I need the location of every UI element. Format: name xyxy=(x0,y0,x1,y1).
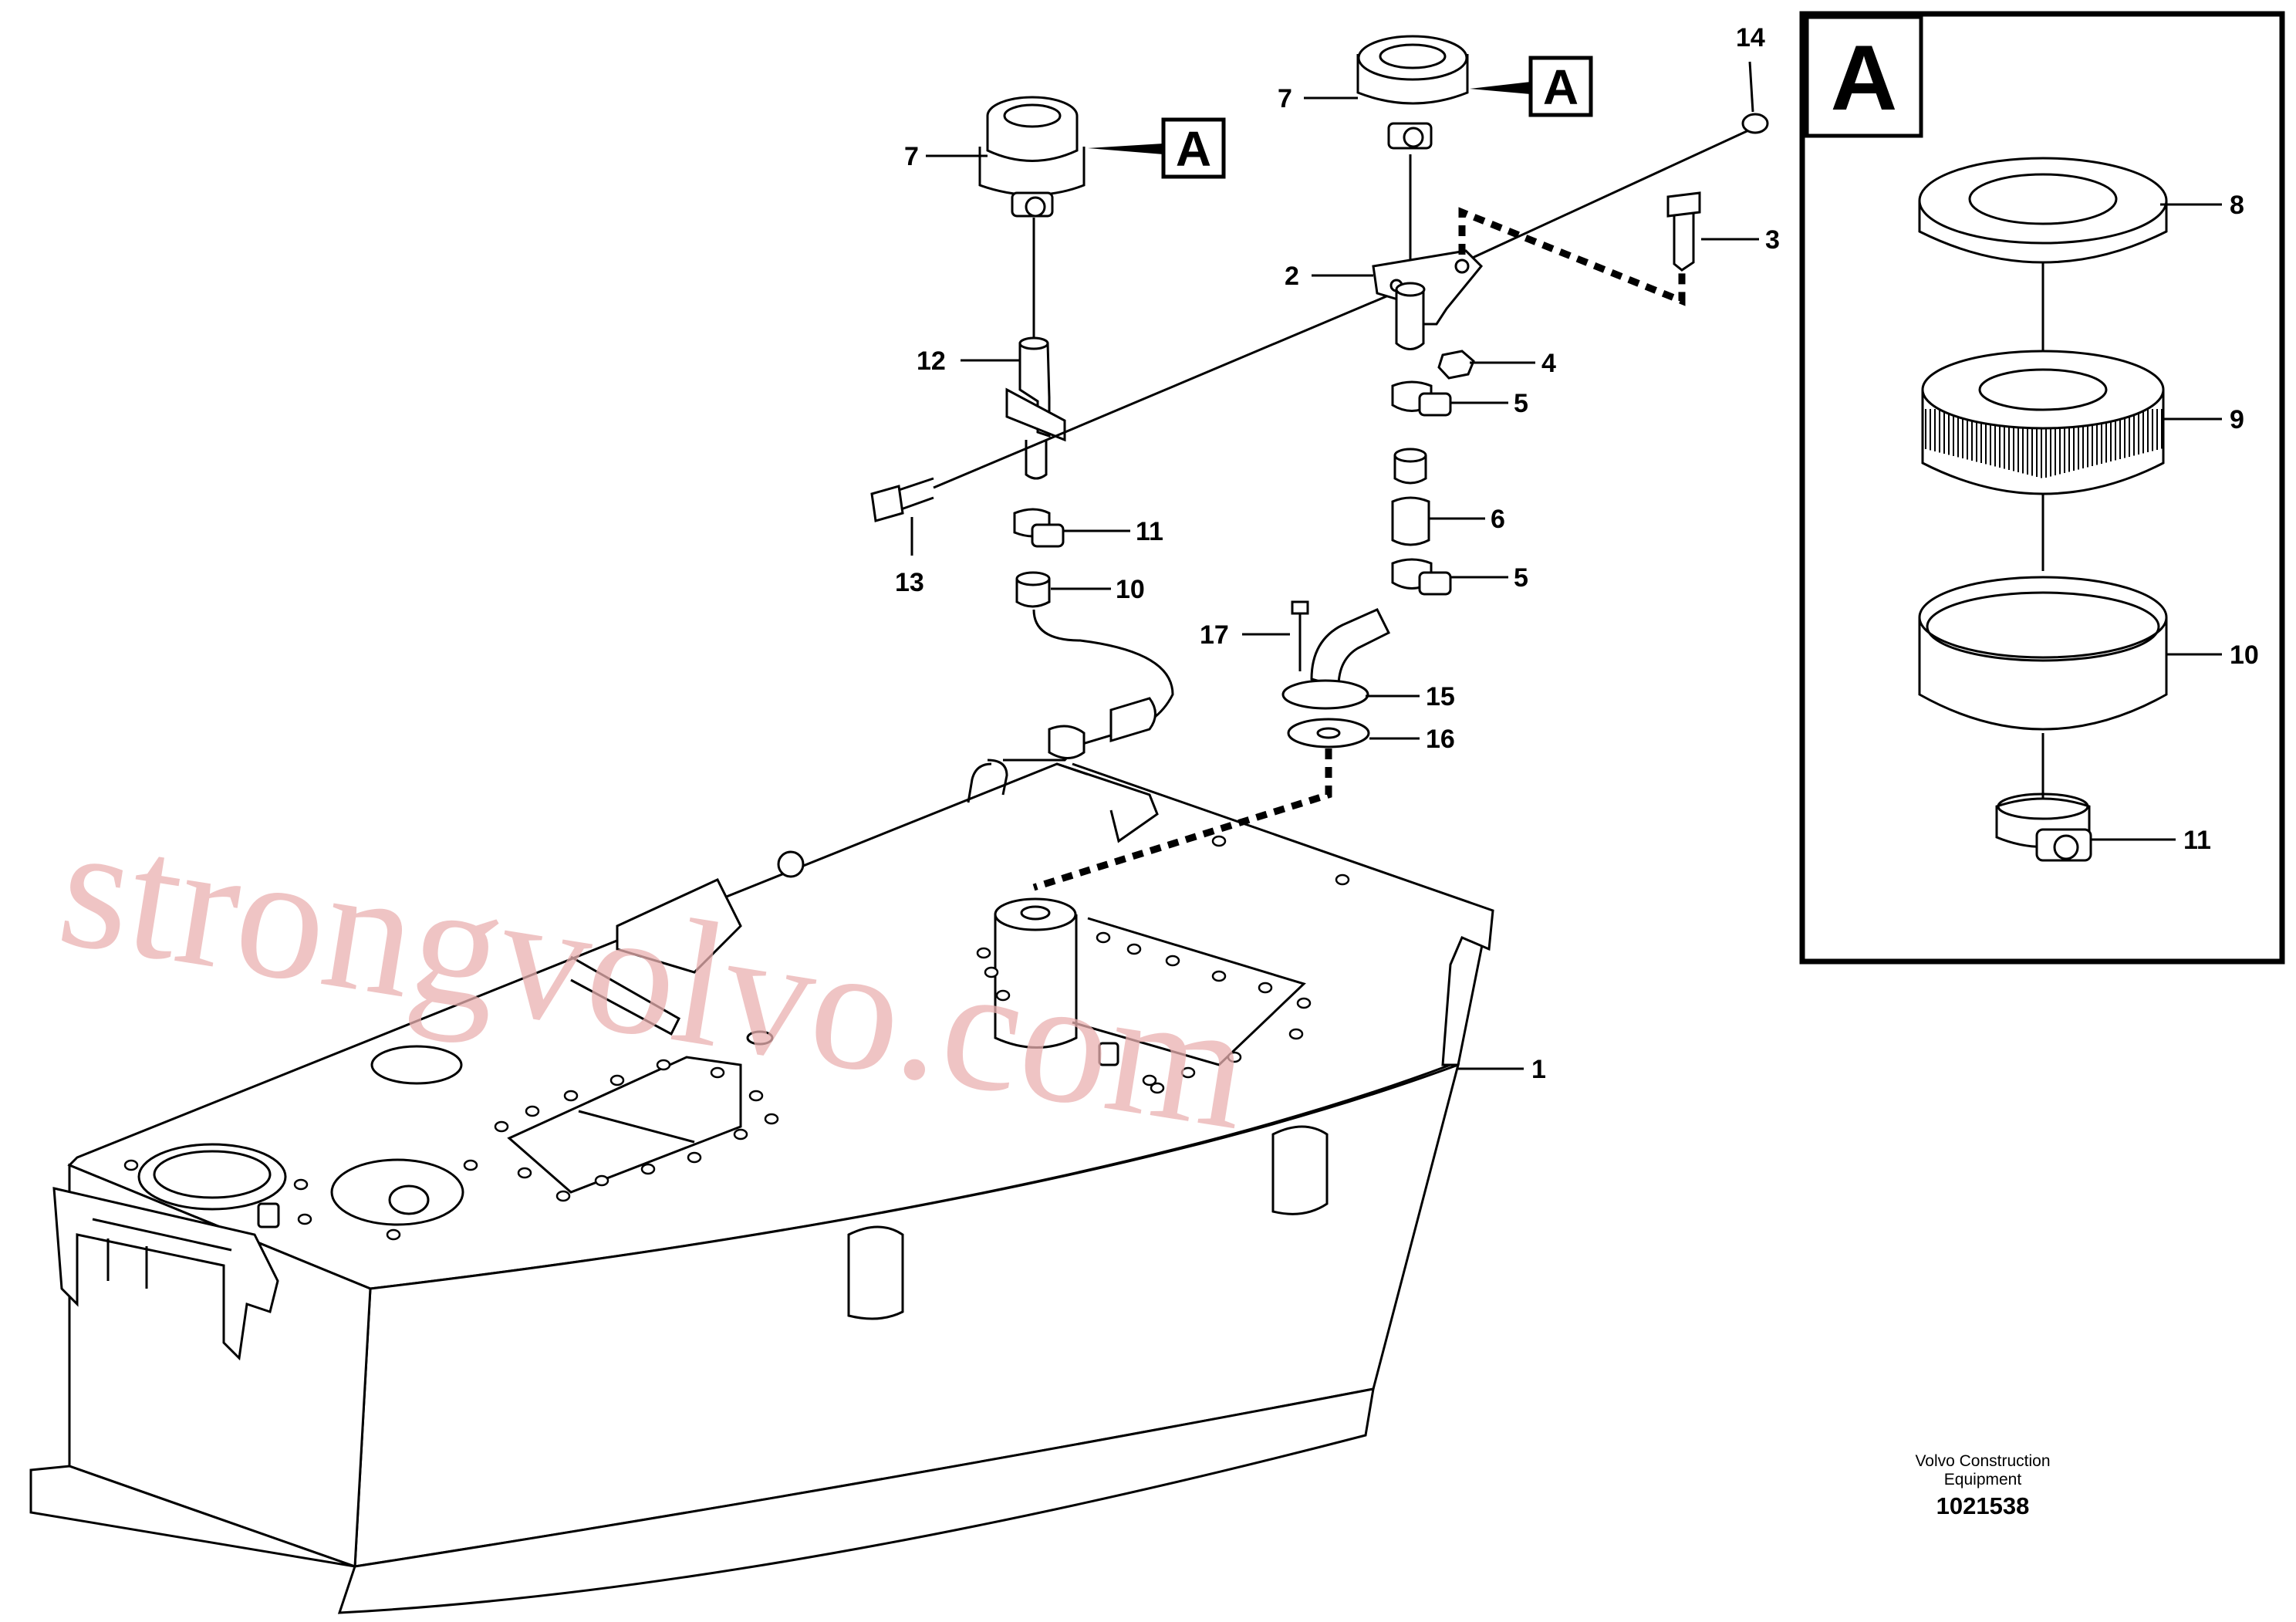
callout-3: 3 xyxy=(1765,225,1780,255)
filter-cap xyxy=(1918,157,2168,264)
callout-2: 2 xyxy=(1285,262,1299,291)
callout-labels: 1 2 3 4 5 6 5 7 7 10 11 12 13 14 15 16 1 xyxy=(895,23,1780,1084)
filter-element xyxy=(1921,350,2165,495)
callout-7-right: 7 xyxy=(1278,84,1292,113)
hose-clamp xyxy=(1995,792,2092,862)
callout-5-upper: 5 xyxy=(1514,389,1528,418)
callout-19: 17 xyxy=(1200,620,1229,650)
right-breather-assembly xyxy=(1032,35,1701,891)
callout-5-lower: 5 xyxy=(1514,563,1528,593)
callout-7-left: 7 xyxy=(904,142,919,171)
credit-line-2: Equipment xyxy=(1944,1471,2022,1489)
callout-1: 1 xyxy=(1531,1055,1546,1084)
callout-11: 11 xyxy=(2183,826,2211,855)
callout-10: 10 xyxy=(2230,640,2259,670)
callout-6: 6 xyxy=(1491,505,1505,534)
callout-9: 9 xyxy=(2230,405,2244,434)
callout-17: 15 xyxy=(1426,682,1455,711)
callout-8: 8 xyxy=(2230,191,2244,220)
view-ref-a-left: A xyxy=(1176,121,1211,177)
callout-14: 12 xyxy=(917,346,946,376)
callout-15: 13 xyxy=(895,568,924,597)
view-ref-left: A xyxy=(1088,117,1226,179)
callout-13: 11 xyxy=(1136,517,1163,546)
detail-view-a: A xyxy=(1799,11,2285,965)
drawing-number: 1021538 xyxy=(1936,1492,2030,1519)
detail-title: A xyxy=(1831,26,1898,130)
callout-12: 10 xyxy=(1116,575,1145,604)
hydraulic-tank xyxy=(29,759,1494,1614)
credit-line-1: Volvo Construction xyxy=(1915,1452,2050,1470)
filter-housing xyxy=(1918,576,2168,731)
callout-4: 4 xyxy=(1541,349,1556,378)
left-breather-assembly xyxy=(870,96,1769,762)
view-ref-a-right: A xyxy=(1543,59,1578,115)
view-ref-right: A xyxy=(1470,56,1593,117)
callout-16: 14 xyxy=(1736,23,1765,52)
callout-18: 16 xyxy=(1426,725,1455,754)
